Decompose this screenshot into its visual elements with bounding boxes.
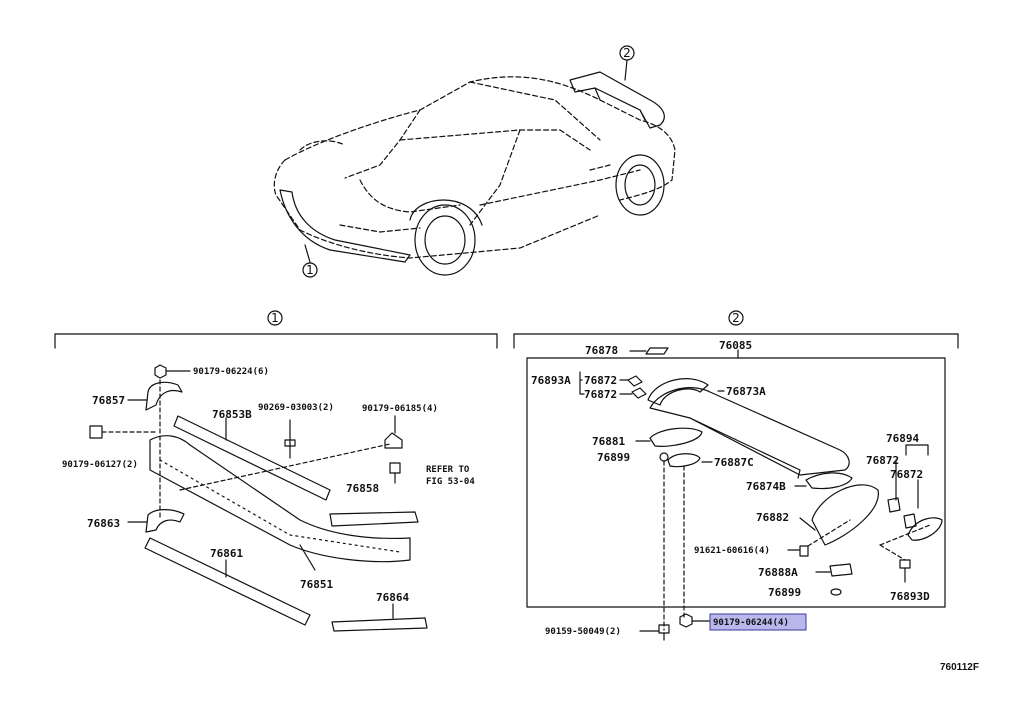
washer-76899-a bbox=[659, 452, 669, 462]
label-76872-left-b: 76872 bbox=[584, 388, 617, 401]
callout-1-label: 1 bbox=[306, 263, 314, 277]
pad-76874B bbox=[805, 472, 853, 490]
label-90179-06224: 90179-06224(6) bbox=[193, 367, 269, 377]
label-76873A: 76873A bbox=[726, 385, 766, 398]
callout-2 bbox=[619, 45, 635, 61]
label-76872-right-b: 76872 bbox=[890, 468, 923, 481]
clip-76872-left-b bbox=[631, 387, 647, 399]
spoiler-assy-box bbox=[526, 357, 946, 608]
label-90179-06244: 90179-06244(4) bbox=[713, 618, 789, 628]
endcap-76873A bbox=[647, 378, 709, 406]
spoiler-body-76085 bbox=[649, 387, 850, 476]
clip-76872-left-a bbox=[627, 375, 643, 387]
label-76872-left-a: 76872 bbox=[584, 374, 617, 387]
label-76857: 76857 bbox=[92, 394, 125, 407]
washer-76899-b bbox=[830, 588, 842, 596]
label-76878 bbox=[645, 347, 669, 355]
label-76881: 76881 bbox=[592, 435, 625, 448]
figure-code: 760112F bbox=[940, 662, 979, 673]
bracket-76863 bbox=[145, 509, 185, 533]
clip-90179-06127 bbox=[89, 425, 156, 439]
retainer-76853B bbox=[173, 415, 331, 501]
label-76894: 76894 bbox=[886, 432, 919, 445]
label-76887C: 76887C bbox=[714, 456, 754, 469]
pad-76881 bbox=[649, 427, 703, 447]
bolt-90159-50049 bbox=[639, 624, 670, 641]
label-76872-right-a: 76872 bbox=[866, 454, 899, 467]
callout-2-label: 2 bbox=[623, 46, 631, 60]
endcap-76893D bbox=[907, 517, 943, 541]
rear-wheel bbox=[615, 154, 665, 216]
label-90179-06127: 90179-06127(2) bbox=[62, 460, 138, 470]
label-76899-a: 76899 bbox=[597, 451, 630, 464]
label-91621-60616: 91621-60616(4) bbox=[694, 546, 770, 556]
callout-1 bbox=[302, 262, 318, 278]
label-76864: 76864 bbox=[376, 591, 409, 604]
section1-marker bbox=[267, 310, 283, 326]
rear-spoiler bbox=[569, 71, 665, 129]
nut-90179-06244 bbox=[679, 613, 711, 628]
label-76858: 76858 bbox=[346, 482, 379, 495]
label-90159-50049: 90159-50049(2) bbox=[545, 627, 621, 637]
bolt-91621 bbox=[799, 545, 809, 557]
label-90269-03003: 90269-03003(2) bbox=[258, 403, 334, 413]
label-refer-to: REFER TO bbox=[426, 465, 470, 475]
strip-76861 bbox=[144, 537, 311, 626]
pad-76888A bbox=[829, 563, 853, 577]
label-76878: 76878 bbox=[585, 344, 618, 357]
label-76863: 76863 bbox=[87, 517, 120, 530]
label-90179-06185: 90179-06185(4) bbox=[362, 404, 438, 414]
label-76085: 76085 bbox=[719, 339, 752, 352]
section2-marker bbox=[728, 310, 744, 326]
bracket-76857 bbox=[145, 381, 183, 411]
clip-76872-right-a bbox=[887, 497, 901, 513]
front-wheel bbox=[409, 199, 483, 276]
nut-90179-06185 bbox=[384, 415, 403, 484]
section1-bracket bbox=[54, 333, 498, 349]
label-76893D: 76893D bbox=[890, 590, 930, 603]
screw-90269-03003 bbox=[284, 419, 296, 459]
label-76853B: 76853B bbox=[212, 408, 252, 421]
label-76882: 76882 bbox=[756, 511, 789, 524]
highlight-90179-06244 bbox=[709, 613, 807, 631]
section2-marker-label: 2 bbox=[732, 311, 740, 325]
clip-76872-right-b bbox=[903, 513, 917, 529]
pad-76887C bbox=[667, 453, 701, 468]
label-76874B: 76874B bbox=[746, 480, 786, 493]
spoiler-76851 bbox=[149, 435, 411, 563]
strip-76864 bbox=[331, 617, 428, 632]
front-lip-spoiler bbox=[279, 189, 411, 263]
label-76888A: 76888A bbox=[758, 566, 798, 579]
strip-76858 bbox=[329, 511, 419, 527]
car-outline bbox=[273, 76, 676, 259]
label-76893A: 76893A bbox=[531, 374, 571, 387]
nut-90179-06224 bbox=[154, 364, 191, 379]
label-76899-b: 76899 bbox=[768, 586, 801, 599]
label-fig-53-04: FIG 53-04 bbox=[426, 477, 475, 487]
section1-marker-label: 1 bbox=[271, 311, 279, 325]
label-76861: 76861 bbox=[210, 547, 243, 560]
endcap-76882 bbox=[811, 484, 879, 546]
section2-bracket bbox=[513, 333, 959, 349]
label-76851: 76851 bbox=[300, 578, 333, 591]
